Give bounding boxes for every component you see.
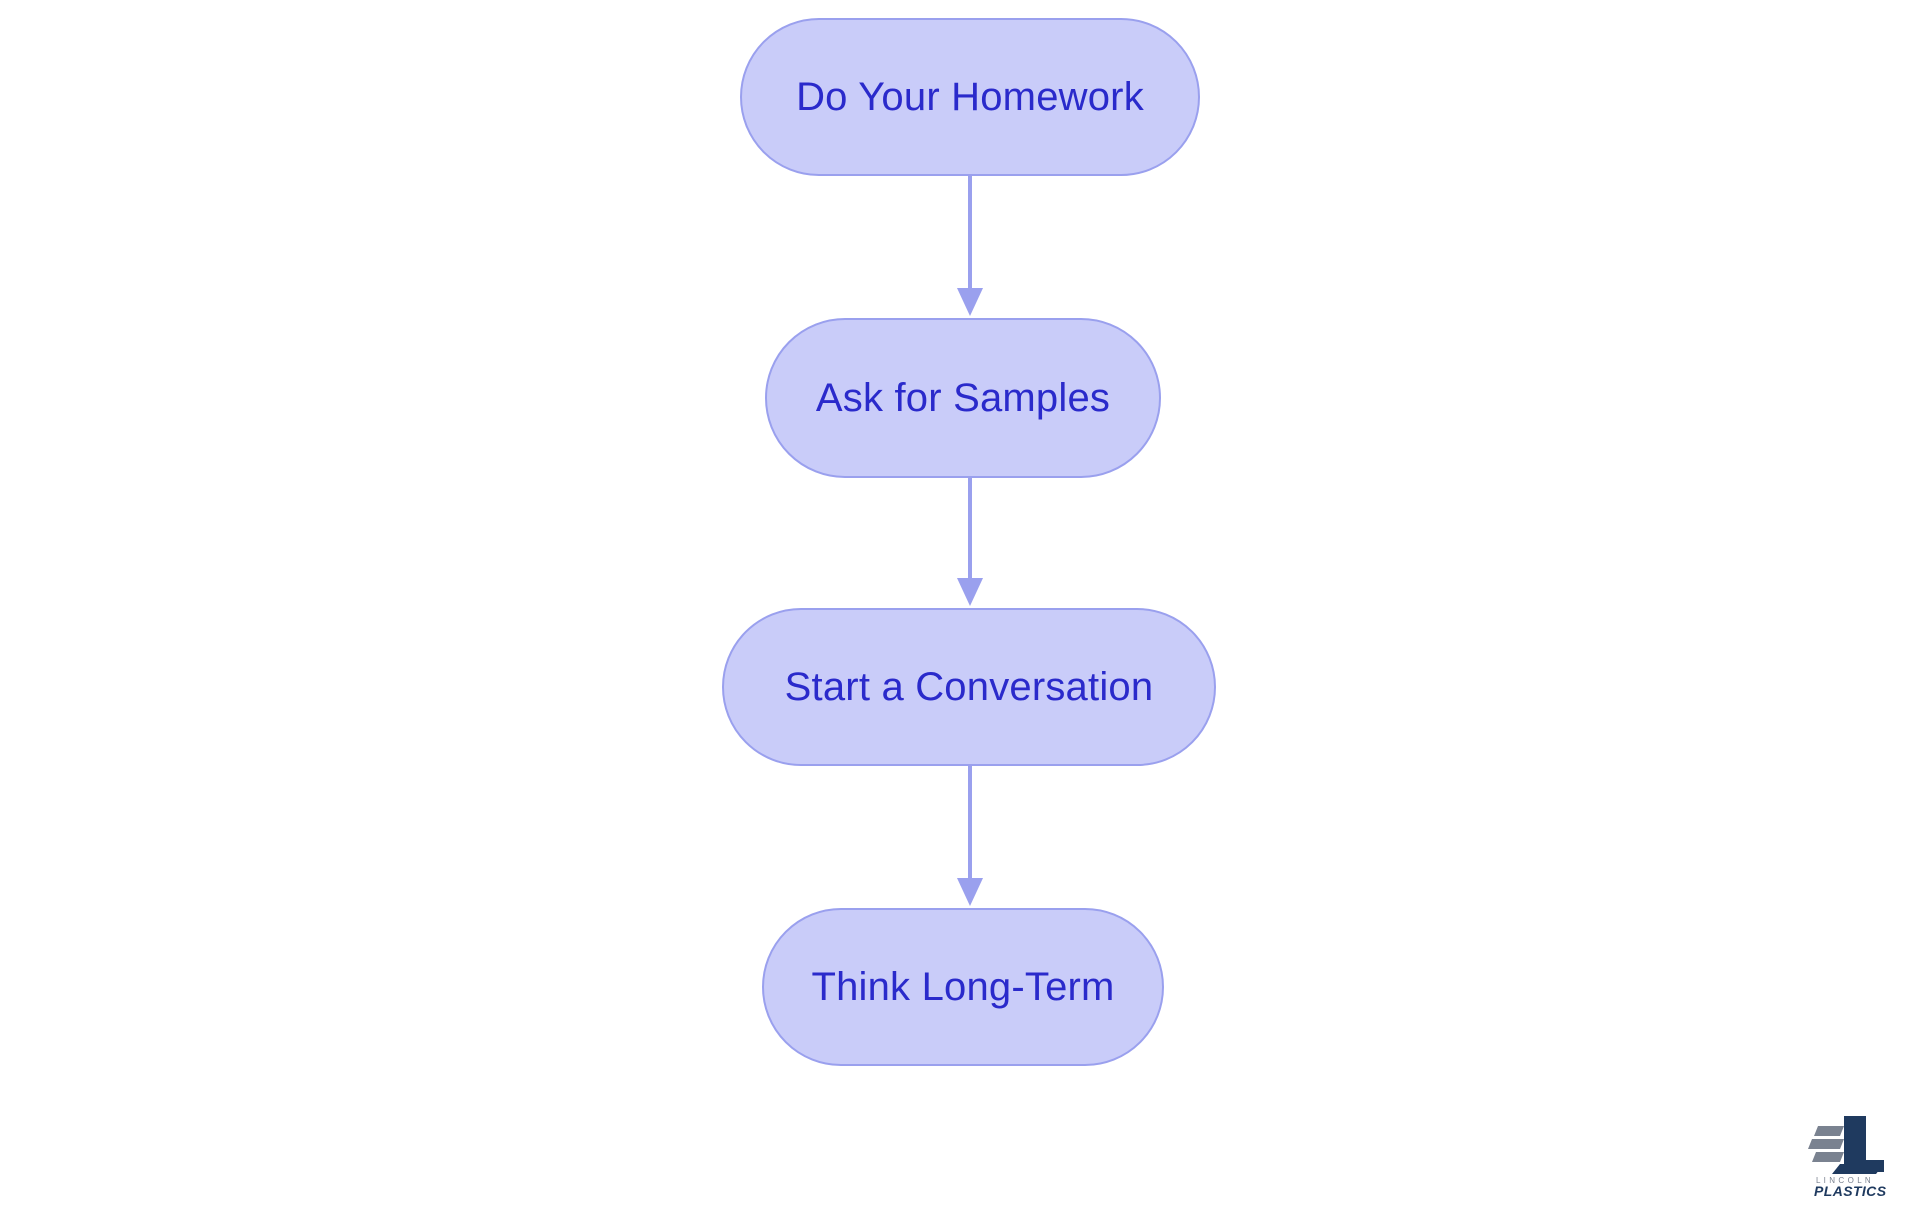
node-label: Ask for Samples <box>815 376 1111 420</box>
edge-node3-to-node4 <box>957 766 983 906</box>
logo-line-plastics: PLASTICS <box>1814 1183 1887 1199</box>
edge-node2-to-node3 <box>957 478 983 606</box>
flowchart-node-do-your-homework[interactable]: Do Your Homework <box>740 18 1200 176</box>
lincoln-plastics-logo: L I N C O L N PLASTICS <box>1808 1116 1887 1199</box>
flowchart-node-start-a-conversation[interactable]: Start a Conversation <box>722 608 1216 766</box>
flowchart-node-think-long-term[interactable]: Think Long-Term <box>762 908 1164 1066</box>
node-label: Think Long-Term <box>811 965 1115 1009</box>
logo-mark <box>1808 1116 1884 1174</box>
flowchart-node-ask-for-samples[interactable]: Ask for Samples <box>765 318 1161 478</box>
node-label: Do Your Homework <box>796 75 1144 119</box>
node-label: Start a Conversation <box>784 665 1154 709</box>
edge-node1-to-node2 <box>957 176 983 316</box>
logo-line-lincoln: L I N C O L N <box>1816 1176 1871 1185</box>
